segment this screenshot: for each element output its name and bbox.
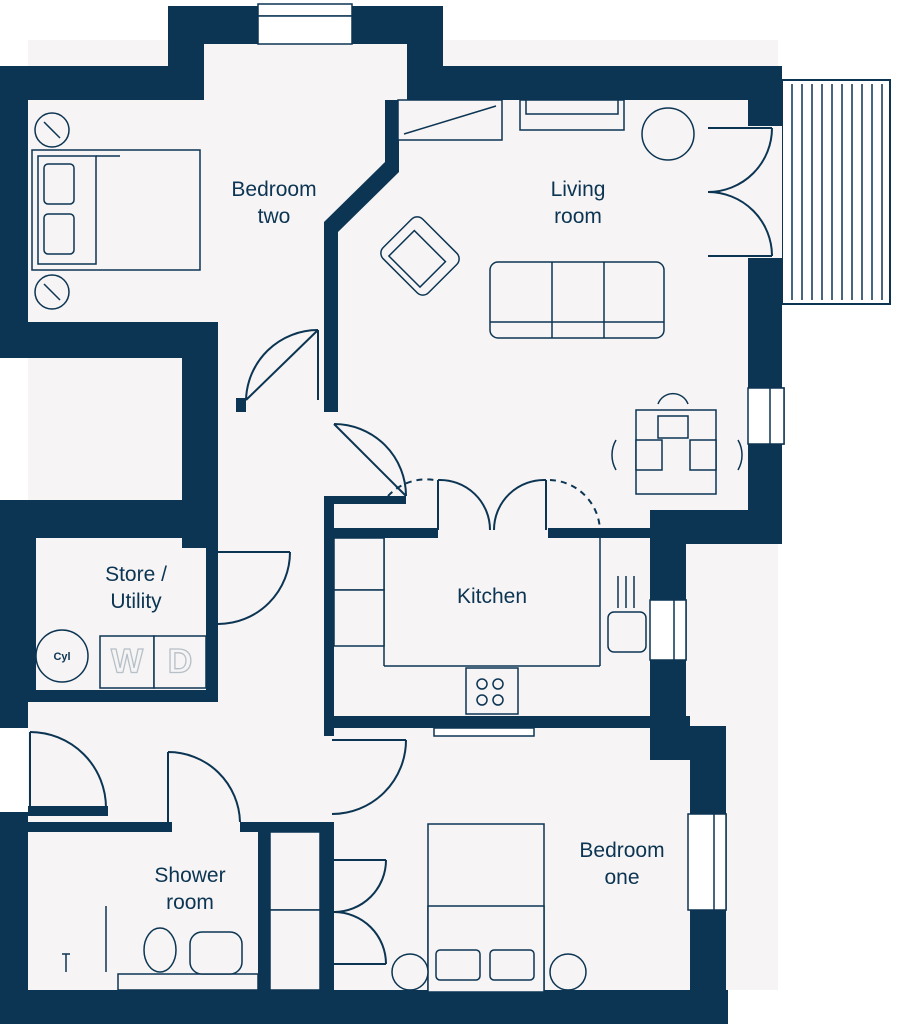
room-label-living-room: Living room [551, 176, 606, 230]
wardrobe [269, 831, 321, 991]
bedroom-two-window [257, 3, 353, 17]
room-label-line: room [166, 891, 214, 914]
tumble-dryer [153, 635, 207, 689]
washer-label: W [110, 642, 144, 681]
room-label-line: Bedroom [579, 839, 665, 862]
room-label-line: Utility [110, 590, 162, 613]
bedroom-two-furniture [31, 112, 201, 310]
cylinder-label: Cyl [53, 651, 71, 663]
bedside-lamp [549, 953, 587, 991]
dining-set [611, 392, 743, 495]
room-label-bedroom-one: Bedroom one [579, 837, 664, 891]
toilet [143, 927, 177, 973]
room-label-line: Kitchen [456, 585, 528, 608]
room-label-store-utility: Store / Utility [105, 561, 167, 615]
living-room-furniture [380, 99, 743, 495]
walls [0, 6, 782, 1024]
bedside-lamp [391, 953, 429, 991]
dryer-label: D [167, 642, 193, 681]
room-label-line: Bedroom [231, 178, 317, 201]
kitchen-sink [607, 611, 647, 653]
washing-machine [99, 635, 155, 689]
room-label-line: Living [550, 178, 606, 201]
balcony [748, 79, 891, 305]
room-label-line: two [257, 205, 291, 228]
basin [189, 931, 243, 975]
bedroom-one-furniture [391, 823, 587, 993]
room-label-kitchen: Kitchen [457, 583, 527, 610]
room-label-shower-room: Shower room [154, 862, 225, 916]
room-label-line: one [604, 866, 640, 889]
hot-water-cylinder [35, 629, 89, 683]
hob [465, 667, 519, 715]
utility-fittings [35, 629, 207, 689]
kitchen-fittings [333, 537, 647, 715]
sofa [489, 261, 665, 339]
round-table [641, 107, 695, 161]
room-label-bedroom-two: Bedroom two [231, 176, 316, 230]
room-label-line: Store / [105, 563, 167, 586]
doors [29, 127, 773, 965]
windows [257, 3, 785, 911]
room-label-line: room [554, 205, 602, 228]
armchair [380, 216, 460, 296]
shower-room-fittings [62, 906, 259, 991]
room-label-line: Shower [154, 864, 226, 887]
